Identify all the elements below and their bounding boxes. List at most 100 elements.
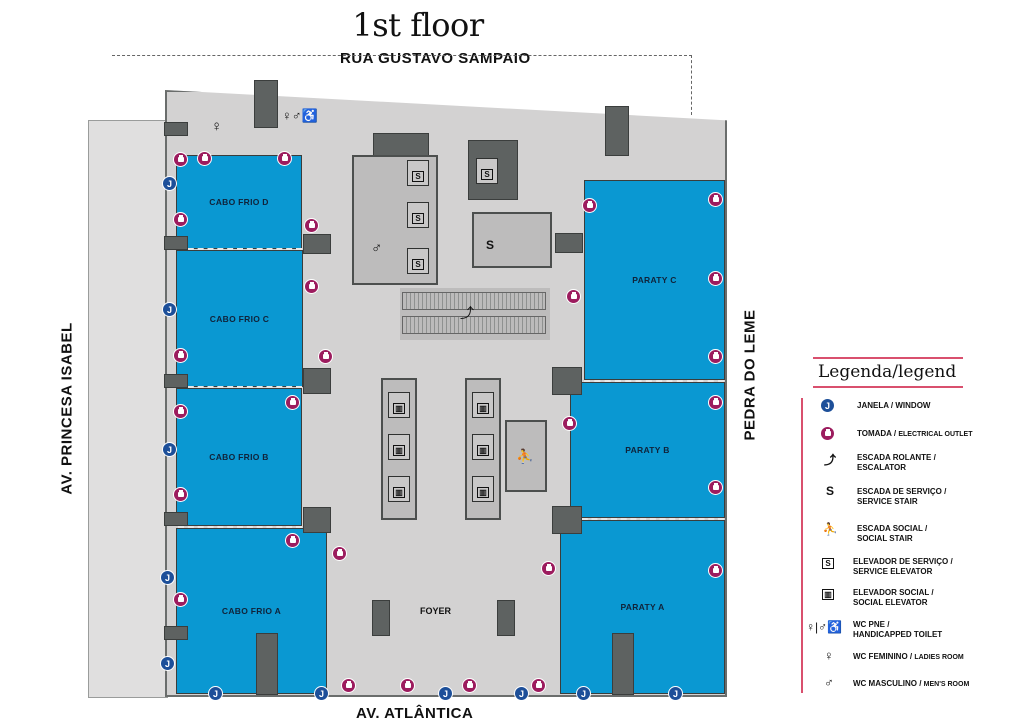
outlet-icon: [304, 218, 319, 233]
street-right: PEDRA DO LEME: [741, 309, 759, 441]
room-cabo-frio-d[interactable]: CABO FRIO D: [176, 155, 302, 249]
partition: [178, 526, 302, 528]
colonnade: [88, 120, 168, 698]
page-title: 1st floor: [352, 6, 484, 44]
room-paraty-c[interactable]: PARATY C: [584, 180, 725, 380]
service-elevator-icon: S: [407, 248, 429, 274]
window-icon: J: [160, 570, 175, 585]
outlet-icon: [277, 151, 292, 166]
outlet-icon: [708, 349, 723, 364]
social-elevator-icon: ▥: [388, 434, 410, 460]
legend-item-window: JANELA / WINDOW: [857, 401, 931, 410]
window-icon: J: [668, 686, 683, 701]
outlet-icon: [820, 426, 835, 441]
legend-title: Legenda/legend: [818, 362, 957, 382]
window-icon: J: [162, 302, 177, 317]
legend-side-line: [801, 398, 803, 693]
social-elevator-icon: ▥: [472, 476, 494, 502]
room-label: PARATY B: [625, 445, 670, 455]
mens-room-icon: ♂: [824, 675, 834, 690]
outlet-icon: [708, 395, 723, 410]
outlet-icon: [531, 678, 546, 693]
outlet-icon: [708, 192, 723, 207]
outlet-icon: [541, 561, 556, 576]
street-bottom: AV. ATLÂNTICA: [356, 705, 474, 722]
legend-item-service-elevator: ELEVADOR DE SERVIÇO /SERVICE ELEVATOR: [853, 557, 953, 576]
outlet-icon: [400, 678, 415, 693]
pillar: [605, 106, 629, 156]
pillar: [164, 122, 188, 136]
handicapped-toilet-icon: ♀|♂♿: [806, 620, 843, 634]
room-label: PARATY A: [620, 602, 665, 612]
escalator-icon: ⤴: [460, 305, 474, 321]
outlet-icon: [173, 592, 188, 607]
window-icon: J: [576, 686, 591, 701]
outlet-icon: [708, 480, 723, 495]
outlet-icon: [173, 212, 188, 227]
pillar: [303, 507, 331, 533]
pillar: [164, 512, 188, 526]
legend-item-outlet: TOMADA / ELECTRICAL OUTLET: [857, 429, 973, 438]
window-icon: J: [438, 686, 453, 701]
outlet-icon: [341, 678, 356, 693]
outlet-icon: [173, 487, 188, 502]
legend-item-mens-room: WC MASCULINO / MEN'S ROOM: [853, 679, 970, 688]
outlet-icon: [285, 533, 300, 548]
window-icon: J: [208, 686, 223, 701]
social-elevator-icon: ▥: [388, 476, 410, 502]
pillar: [555, 233, 583, 253]
room-label: CABO FRIO D: [209, 197, 269, 207]
ladies-room-icon: ♀: [824, 648, 834, 663]
service-stair: [472, 212, 552, 268]
pillar: [552, 506, 582, 534]
partition: [572, 518, 724, 520]
legend-item-social-elevator: ELEVADOR SOCIAL /SOCIAL ELEVATOR: [853, 588, 934, 607]
pillar: [497, 600, 515, 636]
window-icon: J: [162, 442, 177, 457]
outlet-icon: [173, 348, 188, 363]
street-top: RUA GUSTAVO SAMPAIO: [340, 50, 531, 67]
pillar: [552, 367, 582, 395]
legend-item-escalator: ESCADA ROLANTE /ESCALATOR: [857, 453, 936, 472]
foyer-label: FOYER: [420, 606, 452, 616]
social-elevator-icon: ▥: [820, 585, 836, 603]
service-stair-icon: S: [486, 238, 495, 252]
outlet-icon: [582, 198, 597, 213]
pillar: [303, 234, 331, 254]
service-elevator-icon: S: [820, 554, 836, 572]
outlet-icon: [708, 563, 723, 578]
room-cabo-frio-a[interactable]: CABO FRIO A: [176, 528, 327, 694]
service-stair-icon: S: [825, 484, 834, 498]
legend-item-ladies-room: WC FEMININO / LADIES ROOM: [853, 652, 964, 661]
social-elevator-icon: ▥: [472, 392, 494, 418]
social-stair: [505, 420, 547, 492]
room-cabo-frio-b[interactable]: CABO FRIO B: [176, 388, 302, 526]
outlet-icon: [708, 271, 723, 286]
room-cabo-frio-c[interactable]: CABO FRIO C: [176, 250, 303, 387]
outlet-icon: [304, 279, 319, 294]
room-label: PARATY C: [632, 275, 677, 285]
room-label: CABO FRIO B: [209, 452, 269, 462]
outlet-icon: [332, 546, 347, 561]
legend-divider: [813, 357, 963, 359]
outlet-icon: [566, 289, 581, 304]
partition: [178, 248, 302, 250]
room-label: CABO FRIO A: [221, 606, 282, 616]
outlet-icon: [318, 349, 333, 364]
pillar: [164, 236, 188, 250]
room-paraty-a[interactable]: PARATY A: [560, 520, 725, 694]
pillar: [303, 368, 331, 394]
pillar: [372, 600, 390, 636]
room-paraty-b[interactable]: PARATY B: [570, 382, 725, 518]
core-wall: [373, 133, 429, 157]
outlet-icon: [285, 395, 300, 410]
social-stair-icon: ⛹: [516, 448, 534, 464]
service-elevator-icon: S: [407, 160, 429, 186]
mens-room-icon: ♂: [371, 240, 383, 257]
outlet-icon: [197, 151, 212, 166]
window-icon: J: [314, 686, 329, 701]
escalator: [402, 292, 546, 310]
social-elevator-icon: ▥: [472, 434, 494, 460]
ladies-room-icon: ♀: [211, 118, 223, 135]
legend-item-social-stair: ESCADA SOCIAL /SOCIAL STAIR: [857, 524, 928, 543]
